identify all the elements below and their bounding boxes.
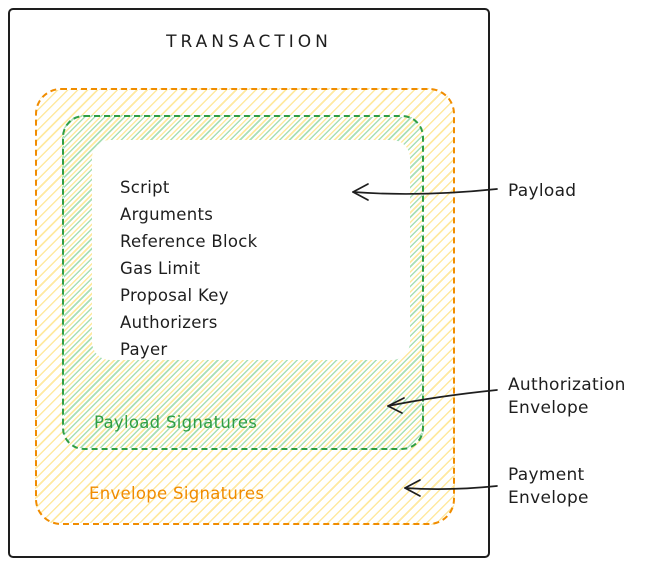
- payment-envelope-annotation-line2: Envelope: [508, 488, 589, 508]
- payload-region: Script Arguments Reference Block Gas Lim…: [92, 140, 410, 360]
- payment-envelope-annotation-line1: Payment: [508, 465, 585, 485]
- payload-signatures-label: Payload Signatures: [94, 413, 258, 432]
- payload-annotation: Payload: [508, 180, 576, 203]
- authorization-envelope-annotation-line1: Authorization: [508, 375, 626, 395]
- payload-field-payer: Payer: [120, 340, 168, 359]
- diagram-title: TRANSACTION: [166, 32, 332, 52]
- payload-field-script: Script: [120, 178, 170, 197]
- envelope-signatures-label: Envelope Signatures: [89, 484, 265, 503]
- payload-field-arguments: Arguments: [120, 205, 214, 224]
- payment-envelope-region: Script Arguments Reference Block Gas Lim…: [35, 88, 455, 525]
- authorization-envelope-annotation-line2: Envelope: [508, 398, 589, 418]
- payload-field-reference-block: Reference Block: [120, 232, 258, 251]
- authorization-envelope-annotation: Authorization Envelope: [508, 374, 626, 420]
- transaction-box: TRANSACTION Script Arguments Reference B…: [8, 8, 490, 558]
- payload-field-authorizers: Authorizers: [120, 313, 218, 332]
- payload-field-proposal-key: Proposal Key: [120, 286, 229, 305]
- payment-envelope-annotation: Payment Envelope: [508, 464, 589, 510]
- authorization-envelope-region: Script Arguments Reference Block Gas Lim…: [62, 115, 424, 450]
- payload-annotation-text: Payload: [508, 181, 577, 201]
- payload-field-gas-limit: Gas Limit: [120, 259, 201, 278]
